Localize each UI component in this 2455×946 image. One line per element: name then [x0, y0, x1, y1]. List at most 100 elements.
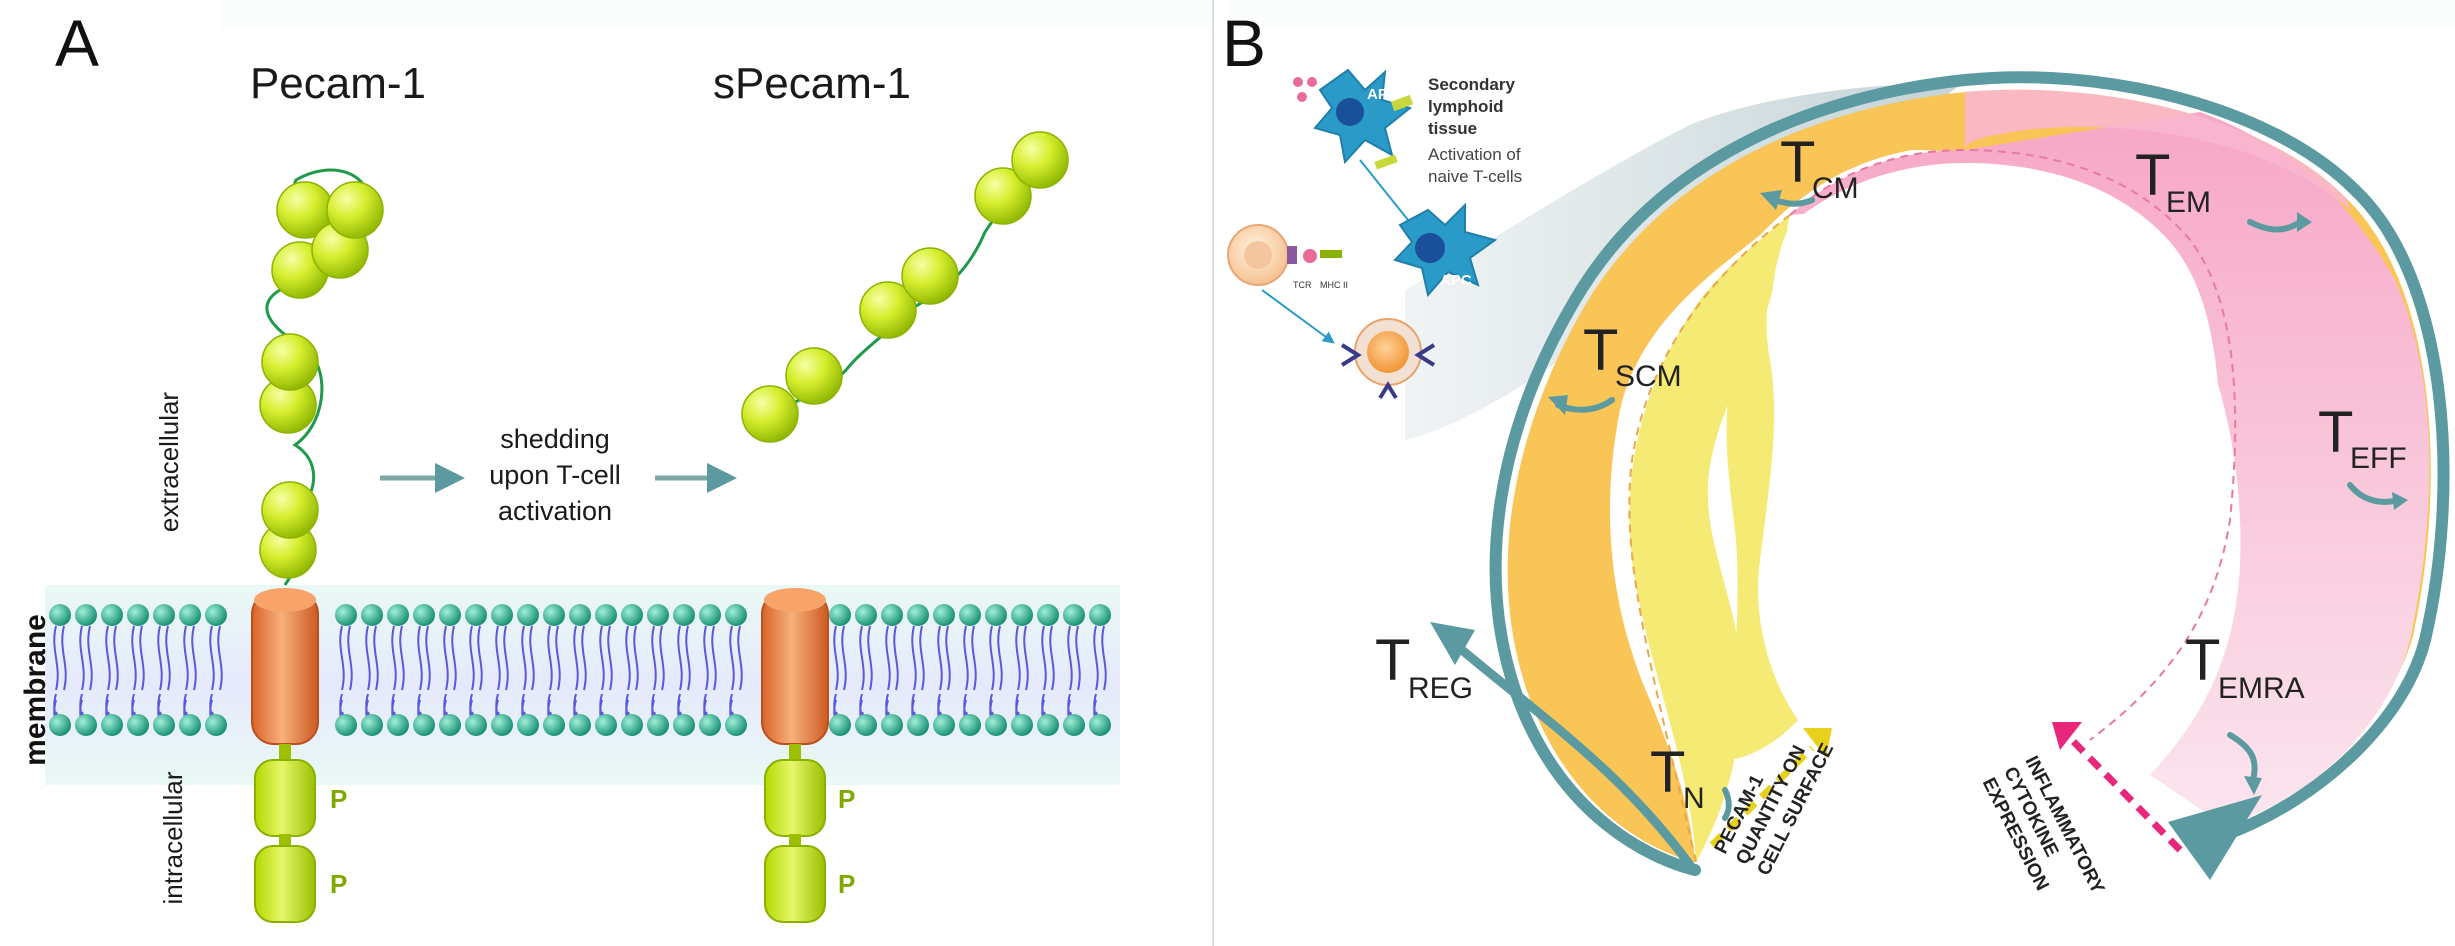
- ig-domain: [1011, 131, 1069, 189]
- lipid-tail: [339, 625, 345, 691]
- t-eff-subscript: EFF: [2350, 442, 2407, 475]
- pecam-1-ig-domains: [259, 168, 384, 586]
- label-t-n: T N: [1650, 740, 1705, 815]
- lipid-tail: [217, 625, 223, 691]
- t-cm-subscript: CM: [1812, 172, 1859, 205]
- inset-activation-line-1: Activation of: [1428, 145, 1521, 164]
- lipid-tail: [113, 625, 119, 691]
- lipid-head: [1089, 714, 1111, 736]
- phospho-label-3: P: [838, 784, 855, 814]
- shedding-text-line-3: activation: [498, 496, 612, 526]
- t-n-letter: T: [1650, 740, 1685, 805]
- lipid-tail: [599, 625, 605, 691]
- lipid-tail: [659, 625, 665, 691]
- lipid-head: [127, 604, 149, 626]
- inset-activation-line-2: naive T-cells: [1428, 167, 1522, 186]
- ig-domain: [974, 167, 1032, 225]
- lipid-head: [335, 604, 357, 626]
- cytokine-arrow: [2069, 737, 2183, 853]
- lipid-head: [621, 714, 643, 736]
- lipid-tail: [911, 625, 917, 691]
- panel-b-top-band: [1228, 0, 2455, 30]
- ig-domain: [785, 347, 843, 405]
- lipid-head: [933, 714, 955, 736]
- lipid-tail: [373, 625, 379, 691]
- treg-arrowhead: [1430, 622, 1475, 665]
- pecam-1-cytoplasmic-tail: [254, 744, 316, 923]
- lipid-tail: [703, 625, 709, 691]
- lipid-head: [829, 714, 851, 736]
- lipid-tail: [833, 625, 839, 691]
- lipid-tail: [495, 625, 501, 691]
- lipid-tail: [633, 625, 639, 691]
- lipid-head: [127, 714, 149, 736]
- lipid-tail: [131, 625, 137, 691]
- lipid-tail: [1049, 625, 1055, 691]
- specam-1-shed-domains: [741, 131, 1069, 443]
- lipid-tail: [1093, 625, 1099, 691]
- lipid-head: [647, 604, 669, 626]
- pecam-quantity-arrow: [1709, 745, 1815, 848]
- lipid-head: [335, 714, 357, 736]
- lipid-head: [153, 604, 175, 626]
- lipid-tail: [503, 625, 509, 691]
- lipid-tail: [555, 625, 561, 691]
- lipid-head: [933, 604, 955, 626]
- lipid-heads: [49, 604, 1111, 736]
- t-cm-letter: T: [1780, 130, 1815, 195]
- intracellular-label: intracellular: [158, 771, 188, 904]
- t-reg-letter: T: [1375, 628, 1410, 693]
- t-scm-letter: T: [1583, 318, 1618, 383]
- lipid-tail: [139, 625, 145, 691]
- label-t-scm: T SCM: [1583, 318, 1682, 393]
- t-emra-subscript: EMRA: [2218, 672, 2305, 705]
- lipid-tail: [521, 625, 527, 691]
- lipid-tail: [79, 625, 85, 691]
- lipid-head: [855, 604, 877, 626]
- lipid-head: [439, 714, 461, 736]
- lipid-head: [179, 714, 201, 736]
- lipid-head: [439, 604, 461, 626]
- lipid-head: [361, 604, 383, 626]
- ig-domain: [901, 247, 959, 305]
- lipid-head: [1037, 604, 1059, 626]
- lipid-head: [1011, 604, 1033, 626]
- inset-secondary-line-2: lymphoid: [1428, 97, 1504, 116]
- lipid-head: [101, 714, 123, 736]
- lipid-tail: [61, 625, 67, 691]
- lipid-head: [881, 714, 903, 736]
- lipid-head: [985, 714, 1007, 736]
- panel-a-top-band: [220, 0, 1210, 30]
- lipid-tail: [399, 625, 405, 691]
- apc-inset: APC APC TCR MHC II Secondary lymphoid ti…: [1227, 68, 1522, 400]
- naive-region-inner: [1725, 225, 1798, 760]
- lipid-head: [1063, 714, 1085, 736]
- lipid-tail: [443, 625, 449, 691]
- lipid-tail: [477, 625, 483, 691]
- lipid-tail: [209, 625, 215, 691]
- lipid-head: [699, 714, 721, 736]
- cytokine-arrowhead: [2052, 722, 2082, 750]
- lipid-tail: [191, 625, 197, 691]
- lipid-head: [1089, 604, 1111, 626]
- lipid-tail: [573, 625, 579, 691]
- lipid-tail: [365, 625, 371, 691]
- effector-band-top: [1965, 89, 2350, 210]
- lipid-head: [1063, 604, 1085, 626]
- lipid-head: [725, 714, 747, 736]
- lipid-head: [205, 604, 227, 626]
- lipid-head: [959, 604, 981, 626]
- apc-label-top: APC: [1367, 86, 1399, 103]
- lipid-head: [569, 604, 591, 626]
- lipid-head: [647, 714, 669, 736]
- subset-arrowheads: [1548, 190, 2408, 795]
- lipid-head: [985, 604, 1007, 626]
- inset-secondary-line-1: Secondary: [1428, 75, 1515, 94]
- apc-cell-bottom: [1393, 202, 1498, 298]
- lipid-head: [465, 714, 487, 736]
- lipid-tail: [729, 625, 735, 691]
- lipid-tail: [391, 625, 397, 691]
- lipid-head: [205, 714, 227, 736]
- lipid-tail: [867, 625, 873, 691]
- lipid-head: [725, 604, 747, 626]
